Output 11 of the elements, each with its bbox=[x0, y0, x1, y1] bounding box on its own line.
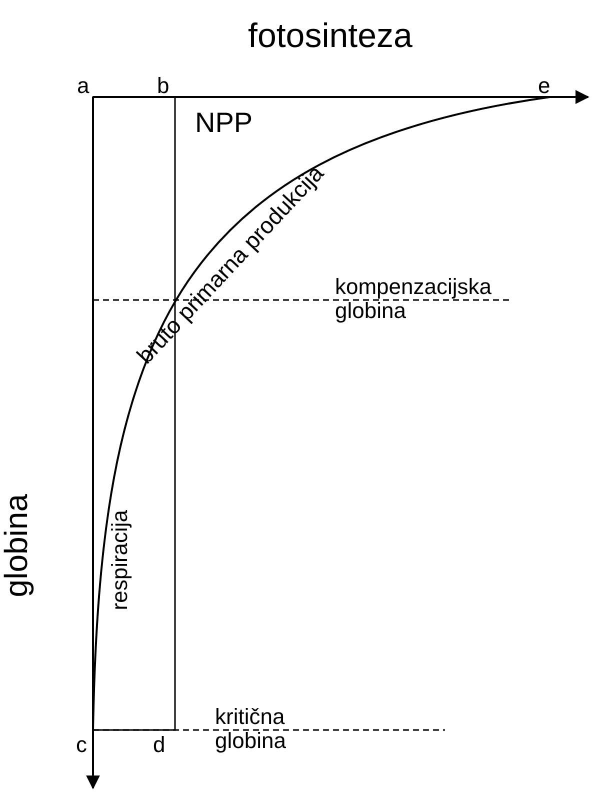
point-label: e bbox=[538, 74, 550, 98]
region-label: NPP bbox=[195, 108, 253, 139]
axis-title: globina bbox=[0, 494, 34, 598]
point-label: b bbox=[157, 74, 170, 98]
point-label: c bbox=[76, 733, 87, 758]
depth-label: kritična globina bbox=[215, 705, 287, 754]
point-label: d bbox=[153, 733, 166, 758]
axis-title: fotosinteza bbox=[248, 18, 412, 56]
point-label: a bbox=[77, 74, 90, 98]
depth-label: kompenzacijska globina bbox=[335, 275, 493, 324]
bar-label: respiracija bbox=[108, 510, 132, 610]
